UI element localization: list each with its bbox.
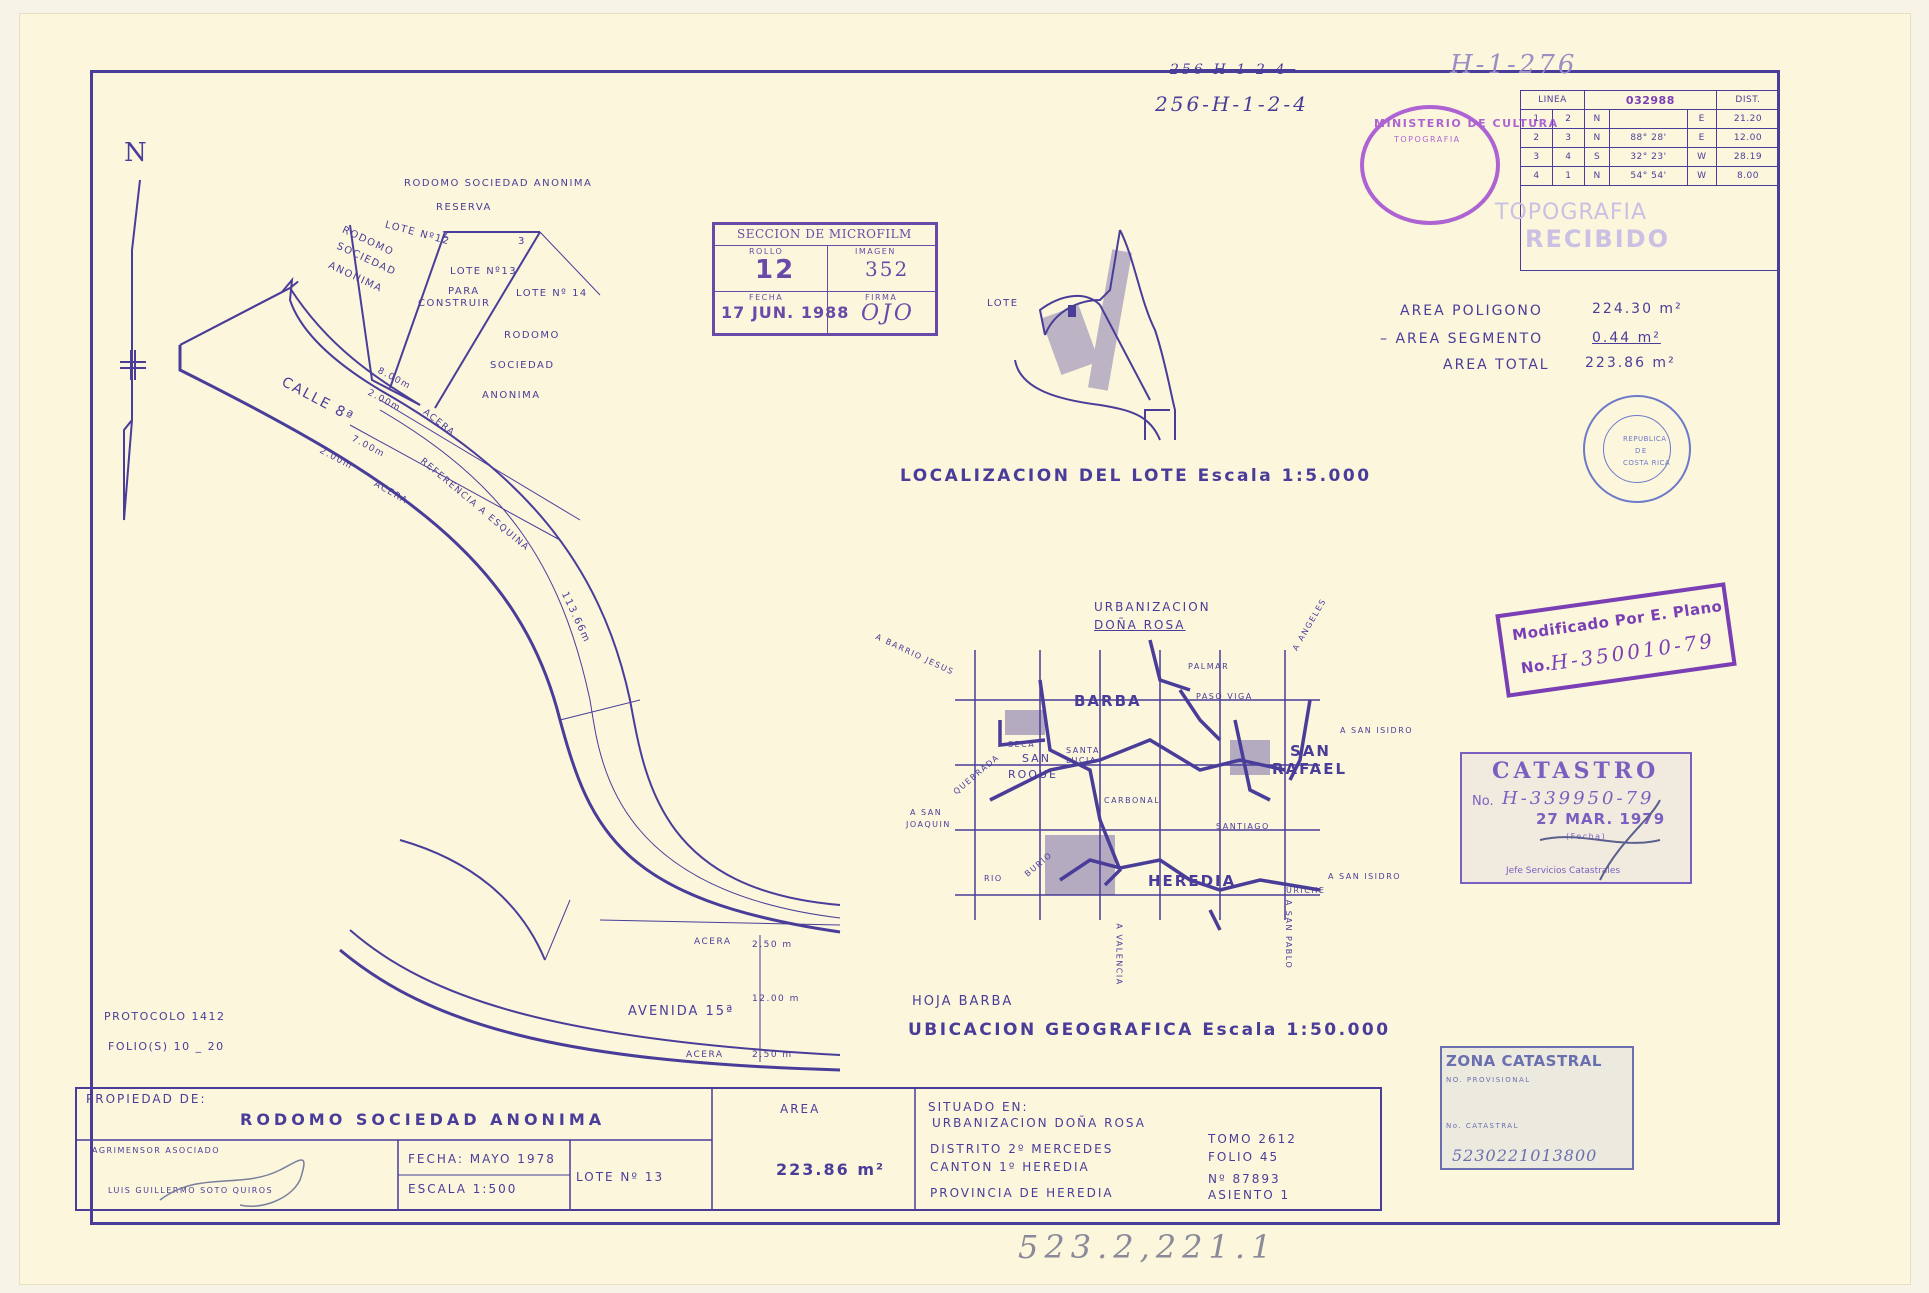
lote-13-note-2: CONSTRUIR — [418, 298, 491, 309]
dim-2-5m-b: 2.50 m — [752, 1050, 793, 1060]
place-seca: SECA — [1008, 740, 1036, 749]
faded-stamp-line1: TOPOGRAFIA — [1495, 200, 1648, 225]
area-segmento-label: – AREA SEGMENTO — [1380, 331, 1544, 347]
owner-right-1: RODOMO — [504, 330, 560, 341]
escala: ESCALA 1:500 — [408, 1182, 518, 1196]
lot-marker-locator — [1068, 305, 1076, 317]
owner-right-3: ANONIMA — [482, 390, 541, 401]
situado-label: SITUADO EN: — [928, 1100, 1029, 1114]
place-barba: BARBA — [1074, 692, 1142, 710]
dim-12m: 12.00 m — [752, 994, 800, 1004]
area-value: 223.86 m² — [776, 1160, 885, 1179]
point-3: 3 — [518, 236, 526, 247]
lote-13-note-1: PARA — [448, 286, 480, 297]
map-frame — [90, 70, 1780, 1225]
place-san-rafael-1: SAN — [1290, 742, 1331, 760]
lot-line-13b — [434, 231, 541, 409]
place-san-rafael-2: RAFAEL — [1272, 760, 1348, 778]
to-san-joaquin-1: A SAN — [910, 808, 943, 817]
place-san-roque-1: SAN — [1022, 752, 1051, 765]
place-santa-lucia-1: SANTA — [1066, 746, 1100, 755]
plan-number-handwritten: H-1-276 — [1450, 50, 1578, 80]
owner-top: RODOMO SOCIEDAD ANONIMA — [404, 178, 593, 189]
protocolo: PROTOCOLO 1412 — [104, 1010, 226, 1023]
place-san-roque-2: ROQUE — [1008, 768, 1058, 781]
lote-number: LOTE Nº 13 — [576, 1170, 665, 1184]
provincia: PROVINCIA DE HEREDIA — [930, 1186, 1114, 1200]
numero: Nº 87893 — [1208, 1172, 1281, 1186]
ref-handwritten: 256-H-1-2-4 — [1155, 92, 1309, 116]
propiedad-label: PROPIEDAD DE: — [86, 1092, 207, 1106]
area-label: AREA — [780, 1102, 821, 1116]
to-san-isidro-2: A SAN ISIDRO — [1328, 872, 1402, 881]
point-2: 2 — [442, 230, 450, 241]
to-san-joaquin-2: JOAQUIN — [906, 820, 951, 829]
agrimensor-signature — [159, 1159, 305, 1207]
locator-lote-label: LOTE — [987, 298, 1019, 309]
place-uriche: URICHE — [1286, 886, 1326, 895]
footer-handwritten: 523.2,221.1 — [1018, 1228, 1278, 1266]
lote-13-label: LOTE Nº13 — [450, 266, 518, 277]
situado: URBANIZACION DOÑA ROSA — [932, 1116, 1146, 1130]
north-arrow-shape — [123, 179, 141, 521]
place-rio: RIO — [984, 874, 1003, 883]
fecha: FECHA: MAYO 1978 — [408, 1152, 556, 1166]
folios: FOLIO(S) 10 _ 20 — [108, 1040, 225, 1053]
area-total-value: 223.86 m² — [1585, 355, 1676, 371]
propietario: RODOMO SOCIEDAD ANONIMA — [240, 1110, 606, 1129]
area-poligono-value: 224.30 m² — [1592, 301, 1683, 317]
owner-top-reserva: RESERVA — [436, 202, 492, 213]
acera-avenida-1: ACERA — [694, 937, 732, 947]
republica-seal: REPUBLICA DE COSTA RICA — [1583, 395, 1691, 503]
owner-right-2: SOCIEDAD — [490, 360, 555, 371]
asiento: ASIENTO 1 — [1208, 1188, 1291, 1202]
folio: FOLIO 45 — [1208, 1150, 1280, 1164]
faded-stamp-line2: RECIBIDO — [1525, 225, 1670, 253]
north-label: N — [124, 138, 149, 168]
locator-title: LOCALIZACION DEL LOTE Escala 1:5.000 — [900, 466, 1372, 486]
lot-line-left — [349, 224, 421, 406]
place-palmar: PALMAR — [1188, 662, 1230, 671]
area-total-label: AREA TOTAL — [1443, 357, 1550, 373]
ministerio-seal: MINISTERIO DE CULTURA TOPOGRAFIA — [1360, 105, 1557, 225]
distrito: DISTRITO 2º MERCEDES — [930, 1142, 1114, 1156]
microfilm-stamp: SECCION DE MICROFILM ROLLO IMAGEN 12 352… — [712, 222, 938, 336]
zona-catastral-stamp: ZONA CATASTRAL NO. PROVISIONAL No. CATAS… — [1440, 1046, 1634, 1170]
geo-urbanizacion-1: URBANIZACION — [1094, 600, 1211, 614]
street-edge-outer — [178, 345, 841, 934]
street-edge-inner — [179, 276, 841, 906]
catastro-stamp: CATASTRO No. H-339950-79 27 MAR. 1979 (F… — [1460, 752, 1692, 884]
canton: CANTON 1º HEREDIA — [930, 1160, 1090, 1174]
lot-line-13a — [389, 231, 446, 389]
catastro-signature — [1539, 799, 1661, 881]
acera-avenida-2: ACERA — [686, 1050, 724, 1060]
area-segmento-value: 0.44 m² — [1592, 330, 1661, 346]
place-santa-lucia-2: LUCIA — [1066, 756, 1097, 765]
place-carbonal: CARBONAL — [1104, 796, 1161, 805]
lote-14-label: LOTE Nº 14 — [516, 288, 588, 299]
place-heredia: HEREDIA — [1148, 872, 1237, 890]
ref-struck: 256-H-1-2-4- — [1170, 62, 1296, 78]
geo-title: UBICACION GEOGRAFICA Escala 1:50.000 — [908, 1020, 1391, 1040]
tomo: TOMO 2612 — [1208, 1132, 1297, 1146]
to-san-isidro-1: A SAN ISIDRO — [1340, 726, 1414, 735]
avenida-15: AVENIDA 15ª — [628, 1004, 735, 1019]
agrimensor-name: LUIS GUILLERMO SOTO QUIROS — [108, 1186, 274, 1195]
geo-urbanizacion-2: DOÑA ROSA — [1094, 618, 1186, 632]
area-poligono-label: AREA POLIGONO — [1400, 303, 1543, 319]
place-paso-viga: PASO VIGA — [1196, 692, 1253, 701]
dim-2-5m-a: 2.50 m — [752, 940, 793, 950]
agrimensor-label: AGRIMENSOR ASOCIADO — [92, 1146, 221, 1155]
hoja-barba: HOJA BARBA — [912, 994, 1014, 1009]
place-santiago: SANTIAGO — [1216, 822, 1270, 831]
